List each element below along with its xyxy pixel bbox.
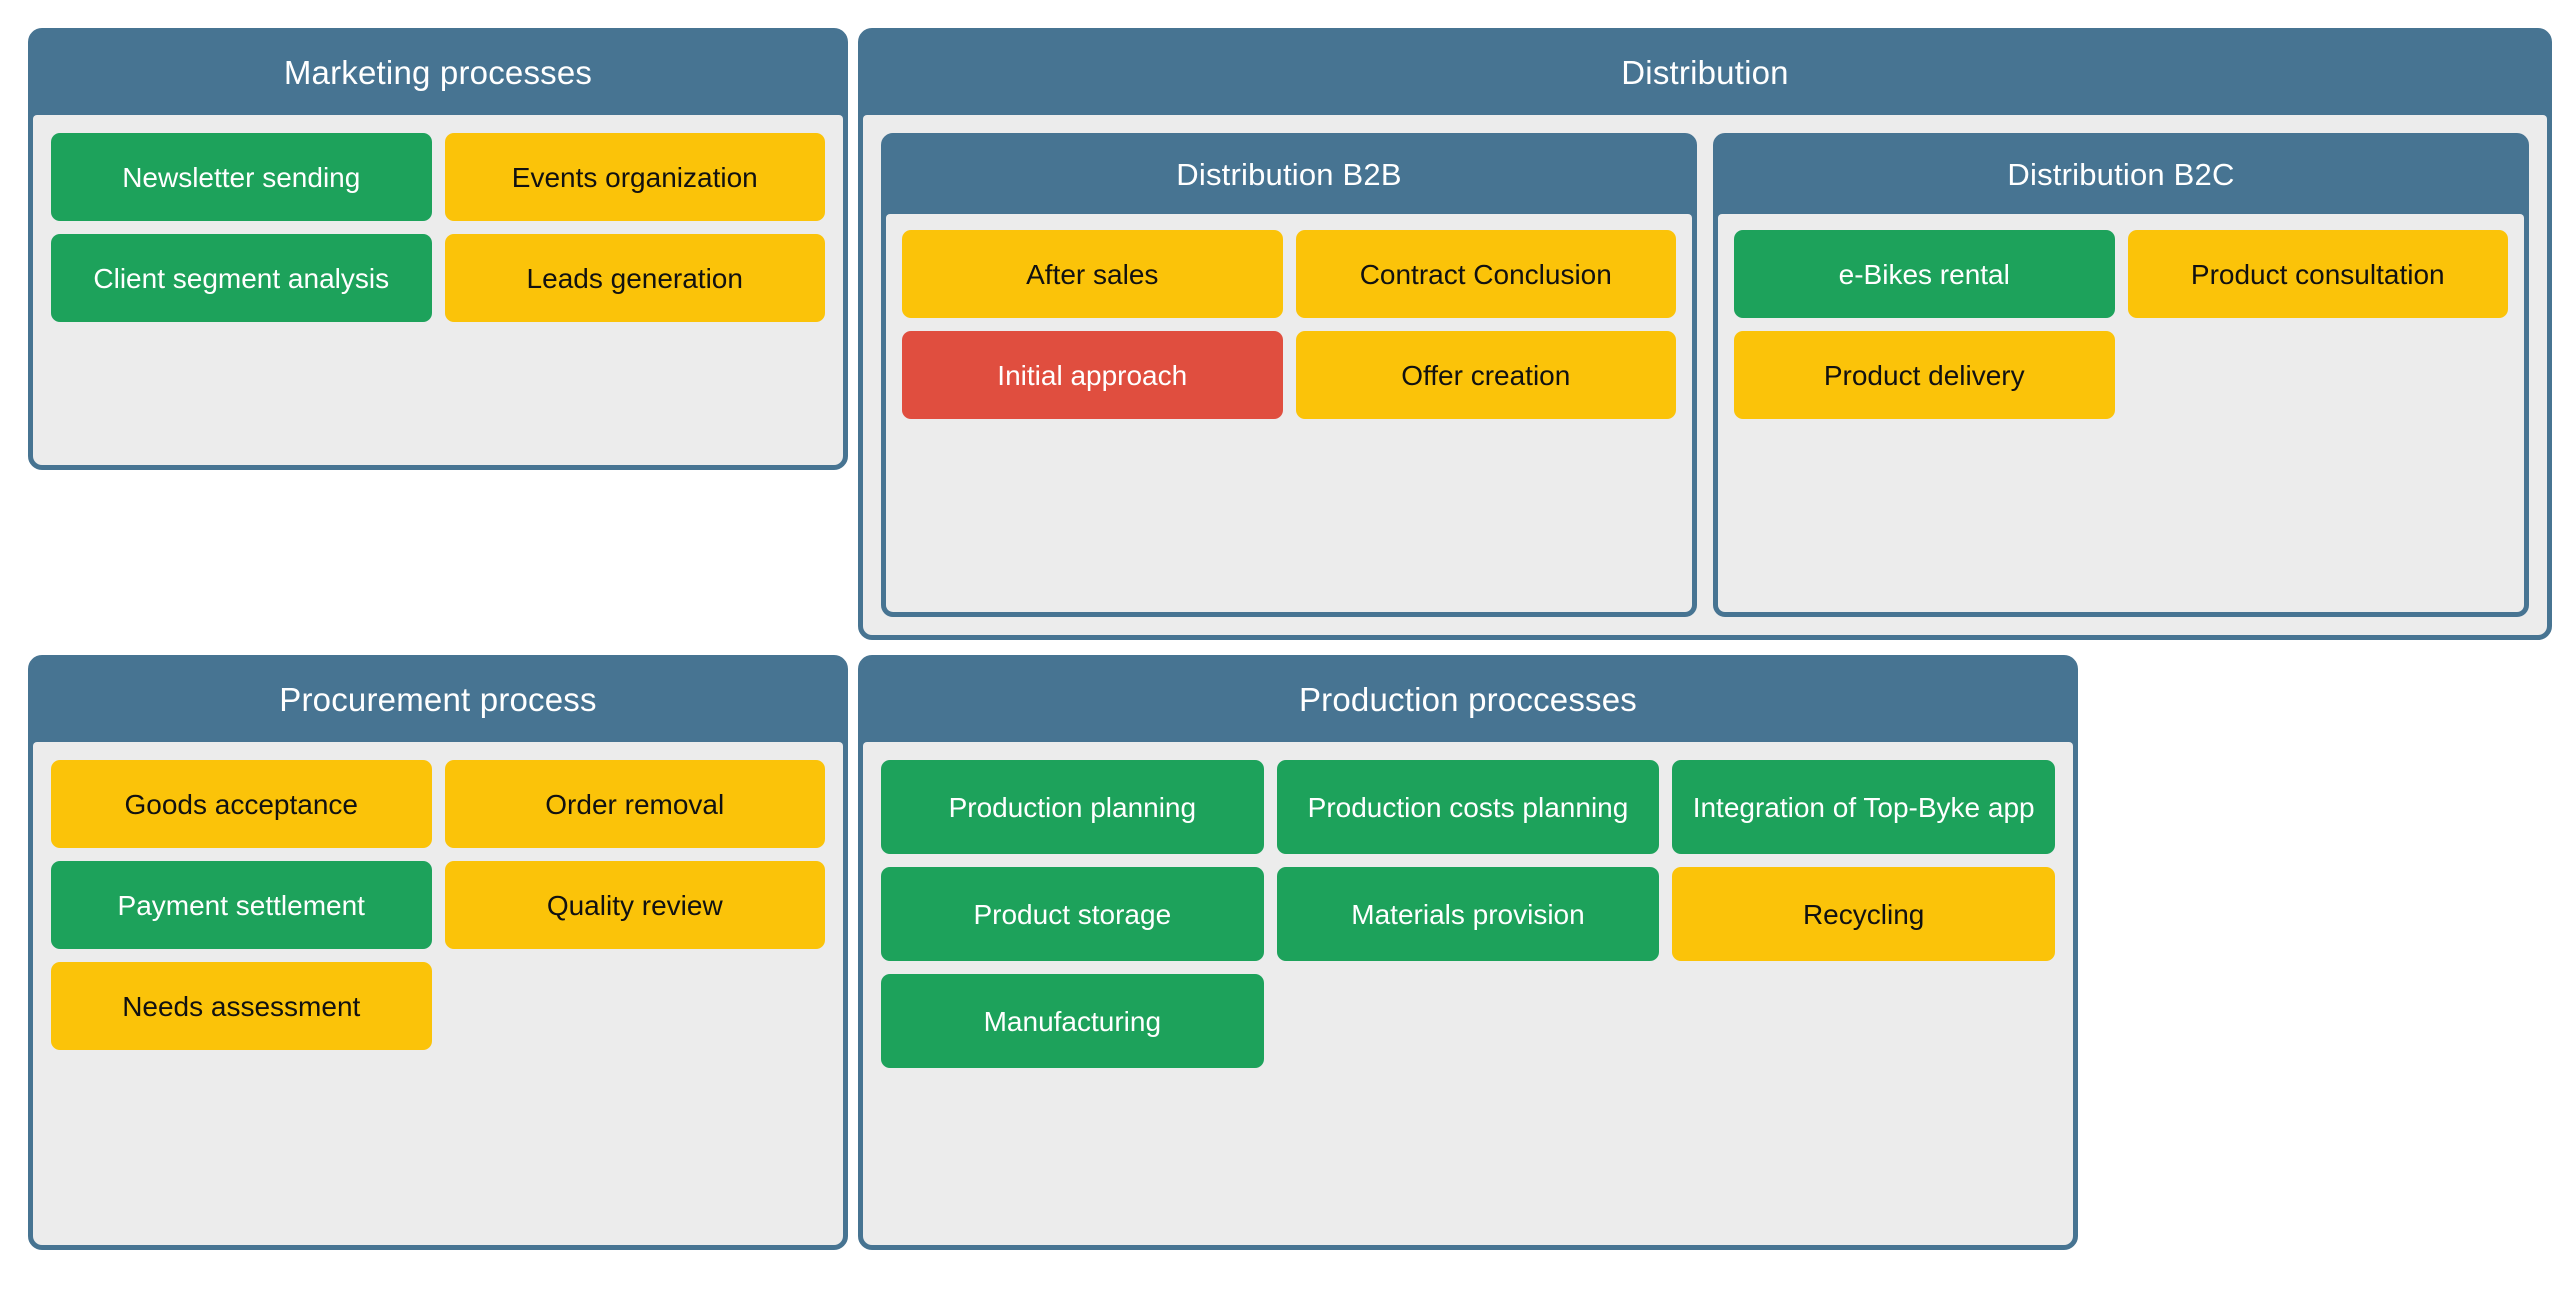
process-card[interactable]: Recycling (1672, 867, 2055, 962)
process-card[interactable]: Initial approach (902, 331, 1283, 420)
process-card[interactable]: Production planning (881, 760, 1264, 855)
process-card[interactable]: Payment settlement (51, 861, 432, 950)
panel-distribution-b2b: Distribution B2B After sales Contract Co… (881, 133, 1697, 617)
panel-body-production-processes: Production planning Production costs pla… (863, 742, 2073, 1245)
panel-title-distribution: Distribution (863, 33, 2547, 116)
panel-body-marketing-processes: Newsletter sending Events organization C… (33, 115, 843, 465)
process-card[interactable]: Product storage (881, 867, 1264, 962)
panel-body-distribution: Distribution B2B After sales Contract Co… (863, 115, 2547, 635)
panel-title-distribution-b2c: Distribution B2C (1718, 138, 2524, 215)
panel-title-distribution-b2b: Distribution B2B (886, 138, 1692, 215)
process-card[interactable]: Events organization (444, 133, 825, 222)
panel-distribution-b2c: Distribution B2C e-Bikes rental Product … (1713, 133, 2529, 617)
process-card[interactable]: Quality review (444, 861, 825, 950)
panel-title-marketing-processes: Marketing processes (33, 33, 843, 116)
card-grid-marketing-processes: Newsletter sending Events organization C… (51, 133, 825, 323)
process-card[interactable]: Product delivery (1734, 331, 2115, 420)
panel-distribution: Distribution Distribution B2B After sale… (858, 28, 2552, 640)
subpanel-row-distribution: Distribution B2B After sales Contract Co… (881, 133, 2529, 617)
process-card[interactable]: Materials provision (1276, 867, 1660, 962)
card-grid-production-processes: Production planning Production costs pla… (881, 760, 2055, 1069)
card-grid-distribution-b2c: e-Bikes rental Product consultation Prod… (1734, 230, 2508, 420)
process-card[interactable]: Goods acceptance (51, 760, 432, 849)
process-card[interactable]: Contract Conclusion (1295, 230, 1676, 319)
panel-production-processes: Production proccesses Production plannin… (858, 655, 2078, 1250)
process-card[interactable]: Order removal (444, 760, 825, 849)
panel-body-distribution-b2b: After sales Contract Conclusion Initial … (886, 214, 1692, 612)
process-card[interactable]: Manufacturing (881, 974, 1264, 1069)
panel-body-procurement-process: Goods acceptance Order removal Payment s… (33, 742, 843, 1245)
process-card[interactable]: Leads generation (444, 234, 825, 323)
process-card[interactable]: After sales (902, 230, 1283, 319)
process-card[interactable]: Integration of Top-Byke app (1672, 760, 2055, 855)
process-card[interactable]: Production costs planning (1276, 760, 1660, 855)
card-grid-distribution-b2b: After sales Contract Conclusion Initial … (902, 230, 1676, 420)
panel-marketing-processes: Marketing processes Newsletter sending E… (28, 28, 848, 470)
card-grid-procurement-process: Goods acceptance Order removal Payment s… (51, 760, 825, 1051)
process-card[interactable]: Newsletter sending (51, 133, 432, 222)
process-card[interactable]: Client segment analysis (51, 234, 432, 323)
panel-title-procurement-process: Procurement process (33, 660, 843, 743)
process-card[interactable]: Product consultation (2127, 230, 2508, 319)
panel-body-distribution-b2c: e-Bikes rental Product consultation Prod… (1718, 214, 2524, 612)
process-card[interactable]: e-Bikes rental (1734, 230, 2115, 319)
panel-title-production-processes: Production proccesses (863, 660, 2073, 743)
panel-procurement-process: Procurement process Goods acceptance Ord… (28, 655, 848, 1250)
process-card[interactable]: Offer creation (1295, 331, 1676, 420)
process-card[interactable]: Needs assessment (51, 962, 432, 1051)
